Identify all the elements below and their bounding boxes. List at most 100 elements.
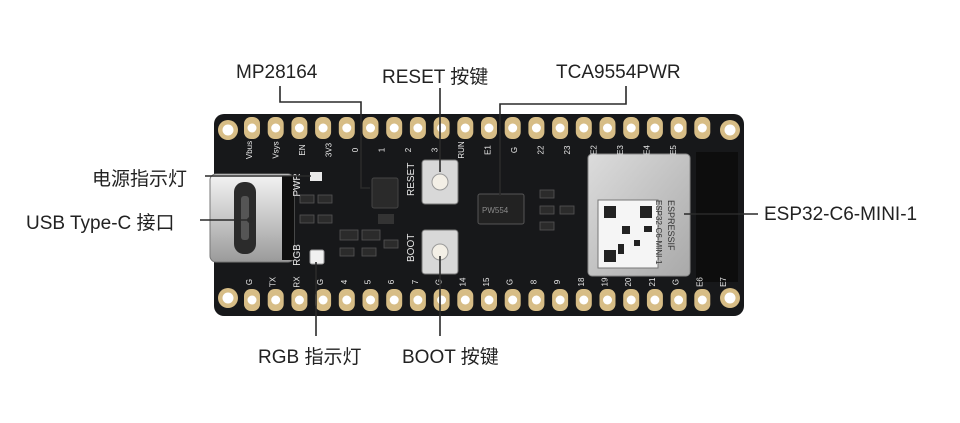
- mounting-holes: [218, 120, 740, 308]
- pin-label: G: [245, 279, 254, 285]
- pin-hole: [389, 295, 399, 305]
- pin-label: 18: [577, 277, 586, 286]
- pin-hole: [697, 295, 707, 305]
- label-reset-button: RESET 按键: [382, 67, 489, 88]
- pin-hole: [531, 123, 541, 133]
- pin-label: E6: [695, 277, 704, 287]
- pin-hole: [413, 295, 423, 305]
- pin-hole: [437, 295, 447, 305]
- pin-label: 20: [624, 277, 633, 286]
- pin-label: RX: [292, 276, 301, 288]
- pin-label: Vsys: [272, 141, 281, 158]
- pin-label: 14: [458, 277, 467, 286]
- pin-label: G: [510, 147, 519, 153]
- passive-components: [299, 189, 575, 257]
- pin-hole: [579, 123, 589, 133]
- pin-label: G: [672, 279, 681, 285]
- pin-label: 4: [340, 279, 349, 284]
- power-led: [310, 172, 322, 181]
- pin-hole: [555, 123, 565, 133]
- boot-button-part: [421, 229, 459, 275]
- pin-label: EN: [298, 144, 307, 155]
- side-silk-label: PWR: [292, 173, 303, 196]
- pin-hole: [579, 295, 589, 305]
- pin-hole: [484, 295, 494, 305]
- pin-label: 23: [563, 145, 572, 154]
- svg-text:ESP32-C6-MINI-1: ESP32-C6-MINI-1: [654, 200, 663, 265]
- pin-label: E5: [669, 145, 678, 155]
- reset-button-part: [421, 159, 459, 205]
- pin-hole: [271, 123, 281, 133]
- svg-text:PW554: PW554: [482, 206, 509, 215]
- label-usb-typec: USB Type-C 接口: [26, 213, 175, 234]
- side-silk-label: RGB: [292, 244, 303, 266]
- pin-hole: [294, 295, 304, 305]
- pin-label: 3: [431, 147, 440, 152]
- pin-label: G: [316, 279, 325, 285]
- pin-hole: [271, 295, 281, 305]
- reset-silk-text: RESET: [406, 163, 417, 196]
- pin-hole: [437, 123, 447, 133]
- pin-hole: [366, 123, 375, 133]
- pin-label: 5: [364, 279, 373, 284]
- pin-hole: [697, 123, 707, 133]
- pin-label: 3V3: [325, 142, 334, 157]
- pin-hole: [555, 295, 565, 305]
- pin-hole: [318, 295, 328, 305]
- pin-label: 1: [378, 147, 387, 152]
- pin-hole: [603, 123, 612, 133]
- label-tca9554pwr: TCA9554PWR: [556, 62, 681, 83]
- pin-hole: [674, 295, 684, 305]
- rgb-led: [309, 249, 325, 265]
- pin-label: Vbus: [245, 141, 254, 159]
- pin-label: 6: [387, 279, 396, 284]
- label-mp28164: MP28164: [236, 62, 318, 83]
- boot-silk-text: BOOT: [406, 234, 417, 262]
- pin-hole: [674, 123, 684, 133]
- pin-label: E7: [719, 277, 728, 287]
- label-esp32: ESP32-C6-MINI-1: [764, 204, 918, 225]
- pin-label: E3: [616, 145, 625, 155]
- pin-hole: [247, 295, 257, 305]
- tca9554pwr-chip: PW554: [477, 193, 525, 225]
- pin-hole: [650, 295, 660, 305]
- pin-hole: [294, 123, 304, 133]
- leader-tca9554: [499, 86, 627, 196]
- pin-label: E2: [590, 145, 599, 155]
- pin-hole: [626, 295, 636, 305]
- pin-label: 21: [648, 277, 657, 286]
- pin-label: G: [435, 279, 444, 285]
- pin-label: 15: [482, 277, 491, 286]
- pin-hole: [247, 123, 257, 133]
- pin-hole: [531, 295, 541, 305]
- pin-hole: [342, 295, 352, 305]
- pin-label: 2: [404, 147, 413, 152]
- pin-hole: [342, 123, 352, 133]
- pin-label: RUN: [457, 141, 466, 159]
- pin-hole: [460, 295, 470, 305]
- pin-hole: [650, 123, 660, 133]
- pin-label: 7: [411, 279, 420, 284]
- leader-mp28164: [279, 86, 370, 189]
- pin-hole: [626, 123, 636, 133]
- pin-hole: [508, 295, 518, 305]
- pin-hole: [318, 123, 328, 133]
- label-rgb-led: RGB 指示灯: [258, 347, 362, 368]
- pin-hole: [389, 123, 399, 133]
- pin-label: E1: [484, 145, 493, 155]
- mp28164-chip: [371, 177, 399, 209]
- leader-lines: [200, 86, 758, 336]
- pin-label: 0: [351, 147, 360, 152]
- bottom-pin-pads: [244, 289, 711, 311]
- pin-hole: [603, 295, 612, 305]
- pin-hole: [413, 123, 423, 133]
- label-power-led: 电源指示灯: [92, 169, 188, 190]
- pin-hole: [460, 123, 470, 133]
- label-boot-button: BOOT 按键: [402, 347, 499, 368]
- top-pin-pads: [244, 117, 711, 139]
- pin-hole: [508, 123, 518, 133]
- pin-label: 8: [529, 279, 538, 284]
- pin-label: E4: [643, 145, 652, 155]
